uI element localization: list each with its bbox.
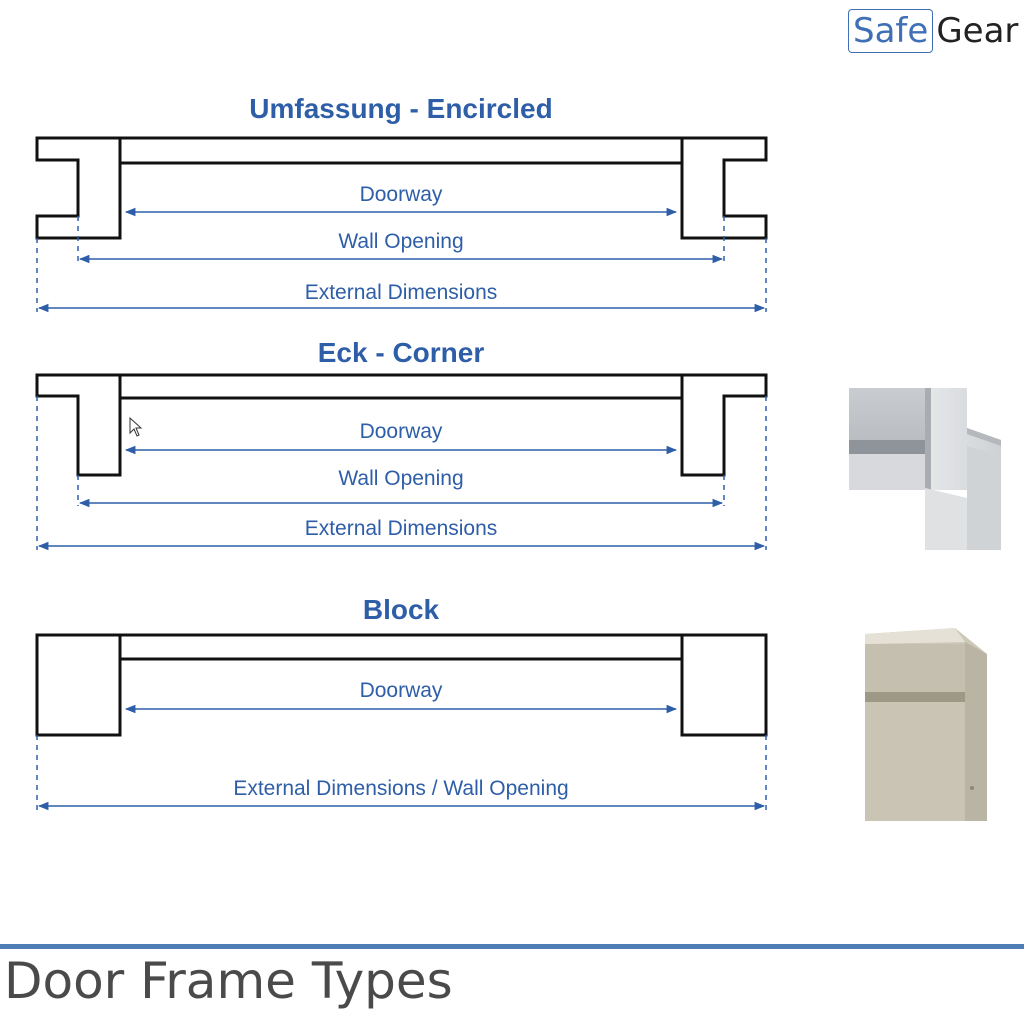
block-external-label: External Dimensions / Wall Opening xyxy=(233,777,569,800)
encircled-top-bar xyxy=(118,136,684,165)
corner-external-label: External Dimensions xyxy=(304,517,498,540)
encircled-frame-profile xyxy=(35,136,768,240)
block-left-profile xyxy=(35,633,122,737)
encircled-right-profile xyxy=(680,136,768,240)
block-extension-lines xyxy=(36,735,767,810)
encircled-left-profile xyxy=(35,136,122,240)
footer-divider xyxy=(0,944,1024,949)
corner-dimension-arrows xyxy=(37,445,766,551)
corner-right-profile xyxy=(680,373,768,477)
block-frame-photo xyxy=(865,628,987,821)
encircled-dimension-arrows xyxy=(37,207,766,313)
corner-frame-photo xyxy=(849,388,1001,550)
safegear-logo: Safe Gear xyxy=(848,8,1018,54)
block-doorway-label: Doorway xyxy=(359,679,443,702)
door-frame-diagram xyxy=(35,136,768,811)
logo-gear-text: Gear xyxy=(936,11,1019,51)
footer-title: Door Frame Types xyxy=(4,952,453,1010)
encircled-wall-opening-label: Wall Opening xyxy=(338,230,464,253)
encircled-extension-lines xyxy=(36,216,767,312)
encircled-doorway-label: Doorway xyxy=(359,183,443,206)
block-right-profile xyxy=(680,633,768,737)
logo-safe-text: Safe xyxy=(848,9,934,53)
block-dimension-arrows xyxy=(37,704,766,811)
section-title-encircled: Umfassung - Encircled xyxy=(249,93,553,124)
encircled-external-label: External Dimensions xyxy=(304,281,498,304)
corner-doorway-label: Doorway xyxy=(359,420,443,443)
corner-top-bar xyxy=(118,373,684,400)
block-frame-profile xyxy=(35,633,768,737)
section-title-corner: Eck - Corner xyxy=(317,337,485,368)
corner-wall-opening-label: Wall Opening xyxy=(338,467,464,490)
block-top-bar xyxy=(118,633,684,661)
section-title-block: Block xyxy=(362,594,440,625)
mouse-cursor-icon xyxy=(129,416,143,437)
corner-left-profile xyxy=(35,373,122,477)
